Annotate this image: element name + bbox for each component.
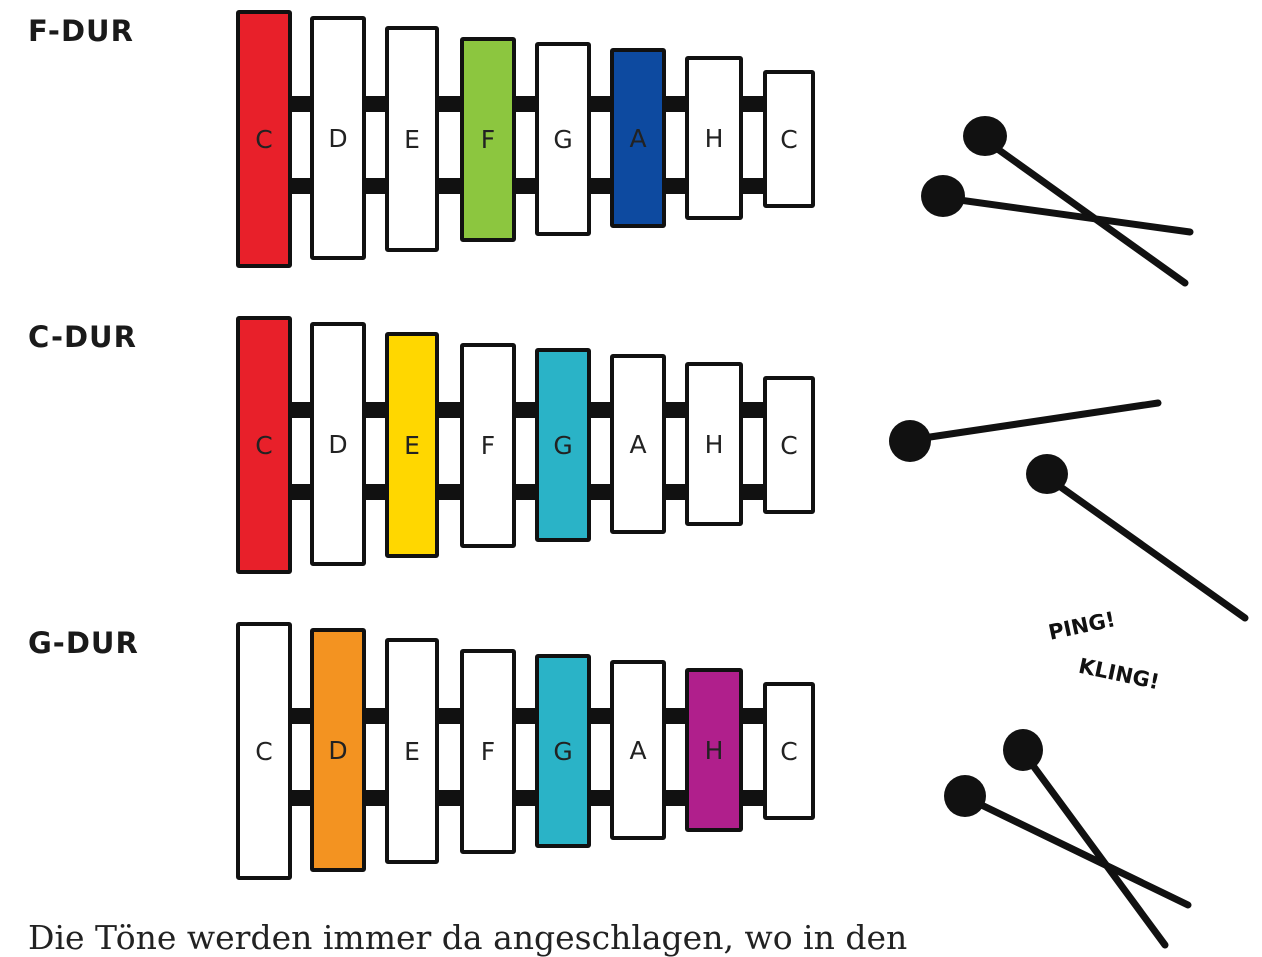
- xylophone-bar-h: H: [685, 56, 743, 220]
- mallet-stick: [1019, 748, 1169, 949]
- xylophone-bar-c: C: [763, 70, 815, 208]
- body-text: Die Töne werden immer da angeschlagen, w…: [28, 918, 908, 957]
- mallet-stick: [906, 399, 1162, 444]
- row-label-g-dur: G-DUR: [28, 626, 139, 660]
- bar-note-label: A: [629, 429, 647, 459]
- xylophone-bar-d: D: [310, 16, 366, 260]
- bar-note-label: D: [328, 123, 348, 153]
- bar-note-label: G: [553, 736, 573, 766]
- bar-note-label: A: [629, 735, 647, 765]
- xylophone-bar-f: F: [460, 649, 516, 854]
- xylophone-bar-a: A: [610, 660, 666, 840]
- xylophone-bar-e: E: [385, 332, 439, 558]
- bar-note-label: D: [328, 735, 348, 765]
- xylophone-bar-h: H: [685, 362, 743, 526]
- xylophone-bar-e: E: [385, 638, 439, 864]
- xylophone-bar-c: C: [763, 682, 815, 820]
- mallet-head: [963, 116, 1007, 156]
- mallet-head: [889, 420, 931, 462]
- bar-note-label: H: [704, 123, 724, 153]
- bar-note-label: C: [255, 736, 273, 766]
- mallet-stick: [941, 194, 1194, 236]
- xylophone-bar-d: D: [310, 322, 366, 566]
- bar-note-label: C: [255, 124, 273, 154]
- bar-note-label: G: [553, 124, 573, 154]
- mallet-pair-3: [944, 729, 1192, 949]
- row-label-c-dur: C-DUR: [28, 320, 137, 354]
- xylophone-bar-a: A: [610, 354, 666, 534]
- xylophone-bar-c: C: [236, 622, 292, 880]
- mallet-pair-1: [921, 116, 1194, 287]
- xylophone-bar-c: C: [763, 376, 815, 514]
- xylophone-bar-g: G: [535, 42, 591, 236]
- bar-note-label: C: [780, 736, 798, 766]
- mallet-head: [1026, 454, 1068, 494]
- bar-note-label: F: [480, 737, 496, 766]
- xylophone-bar-f: F: [460, 343, 516, 548]
- xylophone-bar-f: F: [460, 37, 516, 242]
- xylophone-bar-c: C: [236, 316, 292, 574]
- bar-note-label: E: [404, 430, 420, 460]
- bar-note-label: F: [480, 431, 496, 460]
- bar-note-label: A: [629, 123, 647, 153]
- mallet-head: [944, 775, 986, 817]
- row-label-f-dur: F-DUR: [28, 14, 134, 48]
- bar-note-label: C: [780, 430, 798, 460]
- bar-note-label: C: [780, 124, 798, 154]
- bar-note-label: E: [404, 124, 420, 154]
- mallet-stick: [981, 136, 1189, 287]
- xylophone-bar-e: E: [385, 26, 439, 252]
- mallet-stick: [961, 793, 1192, 909]
- xylophone-bar-g: G: [535, 654, 591, 848]
- bar-note-label: F: [480, 125, 496, 154]
- bar-note-label: D: [328, 429, 348, 459]
- bar-note-label: G: [553, 430, 573, 460]
- xylophone-bar-a: A: [610, 48, 666, 228]
- mallet-pair-2: [889, 399, 1249, 622]
- bar-note-label: C: [255, 430, 273, 460]
- mallet-stick: [1044, 474, 1249, 622]
- bar-note-label: H: [704, 429, 724, 459]
- bar-note-label: E: [404, 736, 420, 766]
- xylophone-bar-d: D: [310, 628, 366, 872]
- xylophone-bar-g: G: [535, 348, 591, 542]
- bar-note-label: H: [704, 735, 724, 765]
- xylophone-bar-c: C: [236, 10, 292, 268]
- xylophone-bar-h: H: [685, 668, 743, 832]
- mallet-head: [1003, 729, 1043, 771]
- mallet-head: [921, 175, 965, 217]
